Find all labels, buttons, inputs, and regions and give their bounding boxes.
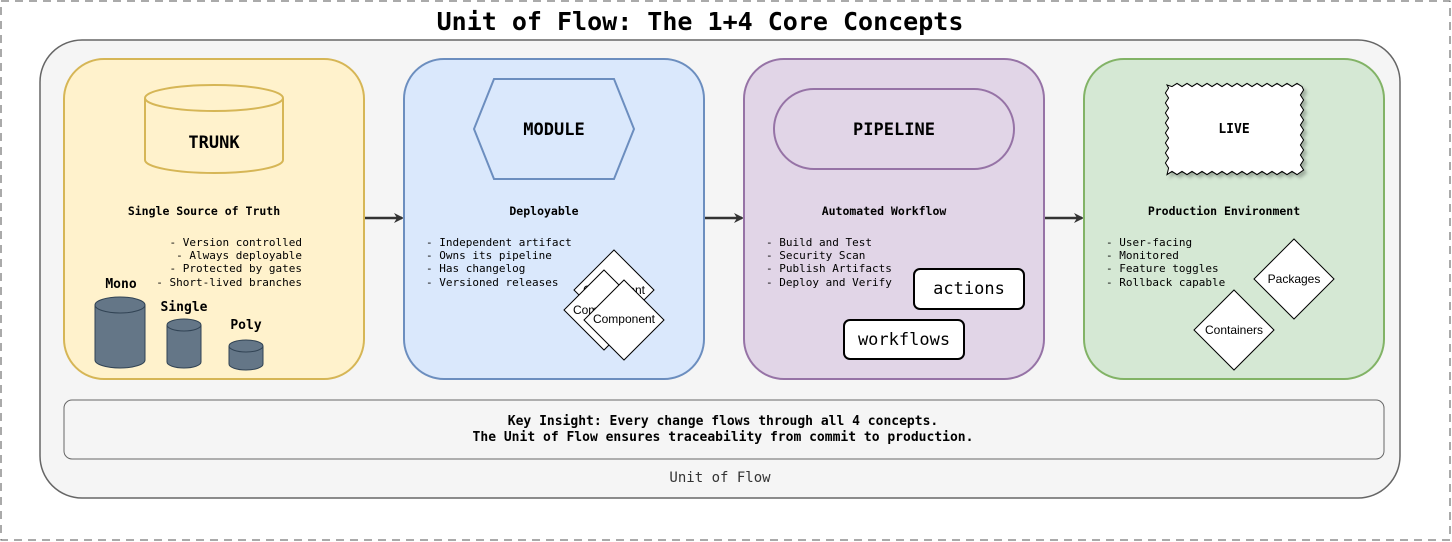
live-subtitle: Production Environment <box>1148 204 1300 218</box>
container-label: Unit of Flow <box>669 470 771 486</box>
pipeline-subtitle: Automated Workflow <box>822 204 947 218</box>
pipeline-bullet: - Publish Artifacts <box>766 262 892 275</box>
pipeline-card[interactable]: PIPELINE Automated Workflow - Build and … <box>743 58 1045 380</box>
live-bullet: - Monitored <box>1106 249 1179 262</box>
insight-line-1: Key Insight: Every change flows through … <box>508 414 938 429</box>
module-subtitle: Deployable <box>509 204 578 218</box>
containers-diamond[interactable]: Containers <box>1193 289 1275 371</box>
module-bullet: - Independent artifact <box>426 236 572 249</box>
module-card[interactable]: MODULE Deployable - Independent artifact… <box>403 58 705 380</box>
svg-text:workflows: workflows <box>858 330 950 350</box>
repo-type-poly-label: Poly <box>230 318 261 333</box>
pipeline-stadium[interactable] <box>773 88 1015 170</box>
module-bullet: - Versioned releases <box>426 276 558 289</box>
module-bullet: - Owns its pipeline <box>426 249 552 262</box>
svg-text:Component: Component <box>593 312 656 326</box>
mono-repo-cylinder[interactable] <box>94 296 146 369</box>
repo-type-mono-label: Mono <box>105 277 136 292</box>
repo-type-single-label: Single <box>161 300 208 315</box>
packages-diamond[interactable]: Packages <box>1253 238 1335 320</box>
svg-text:Packages: Packages <box>1268 272 1321 286</box>
poly-repo-cylinder[interactable] <box>228 339 264 371</box>
live-bullet: - User-facing <box>1106 236 1192 249</box>
workflows-tag[interactable]: workflows <box>843 319 965 360</box>
insight-box[interactable] <box>63 399 1385 460</box>
actions-tag[interactable]: actions <box>913 268 1025 310</box>
single-repo-cylinder[interactable] <box>166 318 202 369</box>
pipeline-bullet: - Security Scan <box>766 249 865 262</box>
trunk-card-box <box>63 58 365 380</box>
trunk-subtitle: Single Source of Truth <box>128 204 280 218</box>
unit-of-flow-container[interactable] <box>39 39 1401 499</box>
live-card[interactable]: LIVE Production Environment - User-facin… <box>1083 58 1385 380</box>
trunk-label: TRUNK <box>188 133 240 153</box>
trunk-card[interactable]: TRUNK Single Source of Truth - Version c… <box>63 58 365 380</box>
trunk-bullet: - Always deployable <box>176 249 302 262</box>
trunk-cylinder[interactable] <box>144 84 284 174</box>
insight-line-2: The Unit of Flow ensures traceability fr… <box>473 430 974 445</box>
pipeline-bullet: - Build and Test <box>766 236 872 249</box>
live-environment-box[interactable] <box>1164 82 1305 176</box>
trunk-bullet: - Protected by gates <box>170 262 302 275</box>
component-diamond[interactable]: Component <box>583 279 665 361</box>
module-bullet: - Has changelog <box>426 262 525 275</box>
diagram-title: Unit of Flow: The 1+4 Core Concepts <box>437 7 964 36</box>
live-bullet: - Feature toggles <box>1106 262 1219 275</box>
pipeline-bullet: - Deploy and Verify <box>766 276 892 289</box>
trunk-bullet: - Short-lived branches <box>156 276 302 289</box>
live-label: LIVE <box>1218 122 1249 137</box>
pipeline-label: PIPELINE <box>853 120 935 140</box>
svg-text:actions: actions <box>933 279 1005 299</box>
module-hexagon[interactable] <box>472 78 636 180</box>
live-bullet: - Rollback capable <box>1106 276 1225 289</box>
module-label: MODULE <box>523 120 584 140</box>
svg-text:Containers: Containers <box>1205 323 1263 337</box>
trunk-bullet: - Version controlled <box>170 236 302 249</box>
